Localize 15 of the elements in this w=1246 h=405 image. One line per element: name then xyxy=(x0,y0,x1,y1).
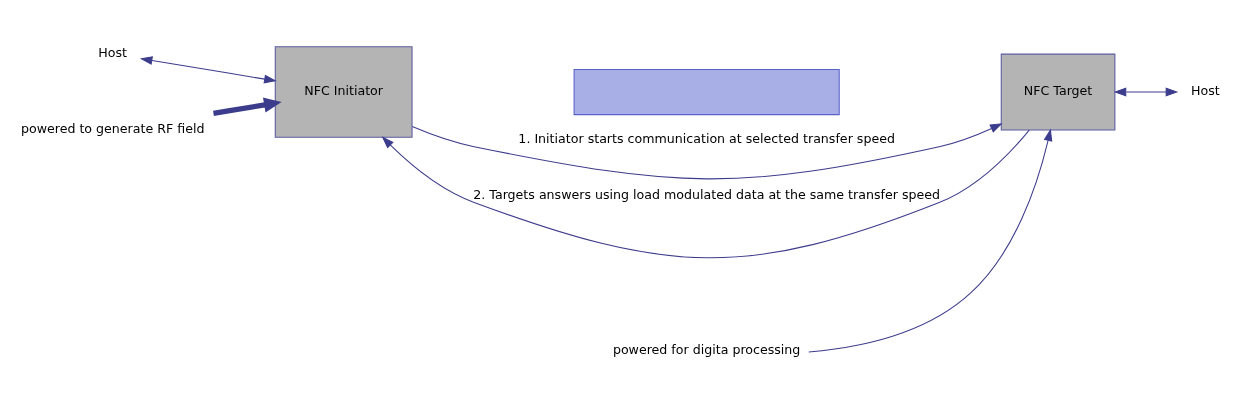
node-box: NFC Target xyxy=(1000,53,1116,131)
arrow xyxy=(1113,87,1179,97)
arrow xyxy=(381,129,1030,259)
arrow xyxy=(213,97,282,116)
node-text: Host xyxy=(1191,83,1220,99)
node-text: powered for digita processing xyxy=(612,342,801,358)
node-box xyxy=(573,68,840,116)
node-box: NFC Initiator xyxy=(274,46,413,138)
node-text: Host xyxy=(98,45,128,61)
edge-label: 1. Initiator starts communication at selected transfer speed xyxy=(518,131,895,147)
arrow xyxy=(808,128,1053,353)
arrow xyxy=(411,123,1003,180)
node-text: powered to generate RF field xyxy=(20,121,205,137)
edge-label: 2. Targets answers using load modulated data at the same transfer speed xyxy=(473,186,941,202)
arrow xyxy=(139,56,277,84)
